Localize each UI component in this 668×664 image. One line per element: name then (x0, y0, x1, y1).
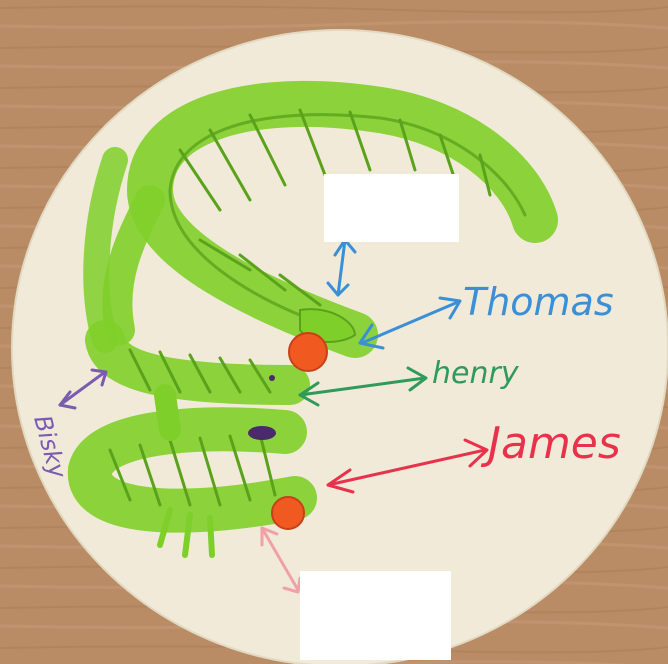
thomas-head (289, 333, 327, 371)
label-james: James (480, 418, 621, 469)
label-henry: henry (432, 356, 520, 391)
redaction-box-top (324, 174, 459, 242)
james-head (272, 497, 304, 529)
redaction-box-bottom (300, 571, 451, 660)
label-thomas: Thomas (463, 280, 614, 324)
